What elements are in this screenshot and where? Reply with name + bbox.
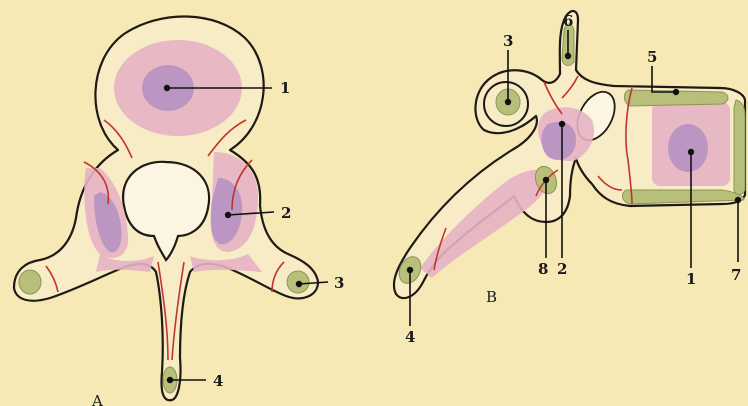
label-b-8: 8 [538, 260, 548, 278]
pointer-dot-b5 [673, 89, 679, 95]
label-b-1: 1 [686, 270, 696, 288]
left-transverse-tip-zone [19, 270, 41, 294]
label-a-1: 1 [280, 79, 290, 97]
body-b-side-zone [734, 100, 745, 195]
pedicle-b-core-zone [541, 122, 576, 160]
panel-label-b: B [486, 288, 497, 306]
label-a-3: 3 [334, 274, 344, 292]
label-b-2: 2 [557, 260, 567, 278]
view-a-superior: 1 2 3 4 A [14, 16, 344, 406]
label-a-2: 2 [281, 204, 291, 222]
view-b-lateral: 1 2 3 4 5 6 7 8 B [394, 11, 745, 346]
panel-label-a: A [91, 392, 103, 406]
label-b-3: 3 [503, 32, 513, 50]
label-b-4: 4 [405, 328, 415, 346]
label-b-5: 5 [647, 48, 657, 66]
label-b-6: 6 [563, 12, 573, 30]
body-b-core-zone [668, 124, 708, 172]
label-a-4: 4 [213, 372, 223, 390]
label-b-7: 7 [731, 266, 741, 284]
